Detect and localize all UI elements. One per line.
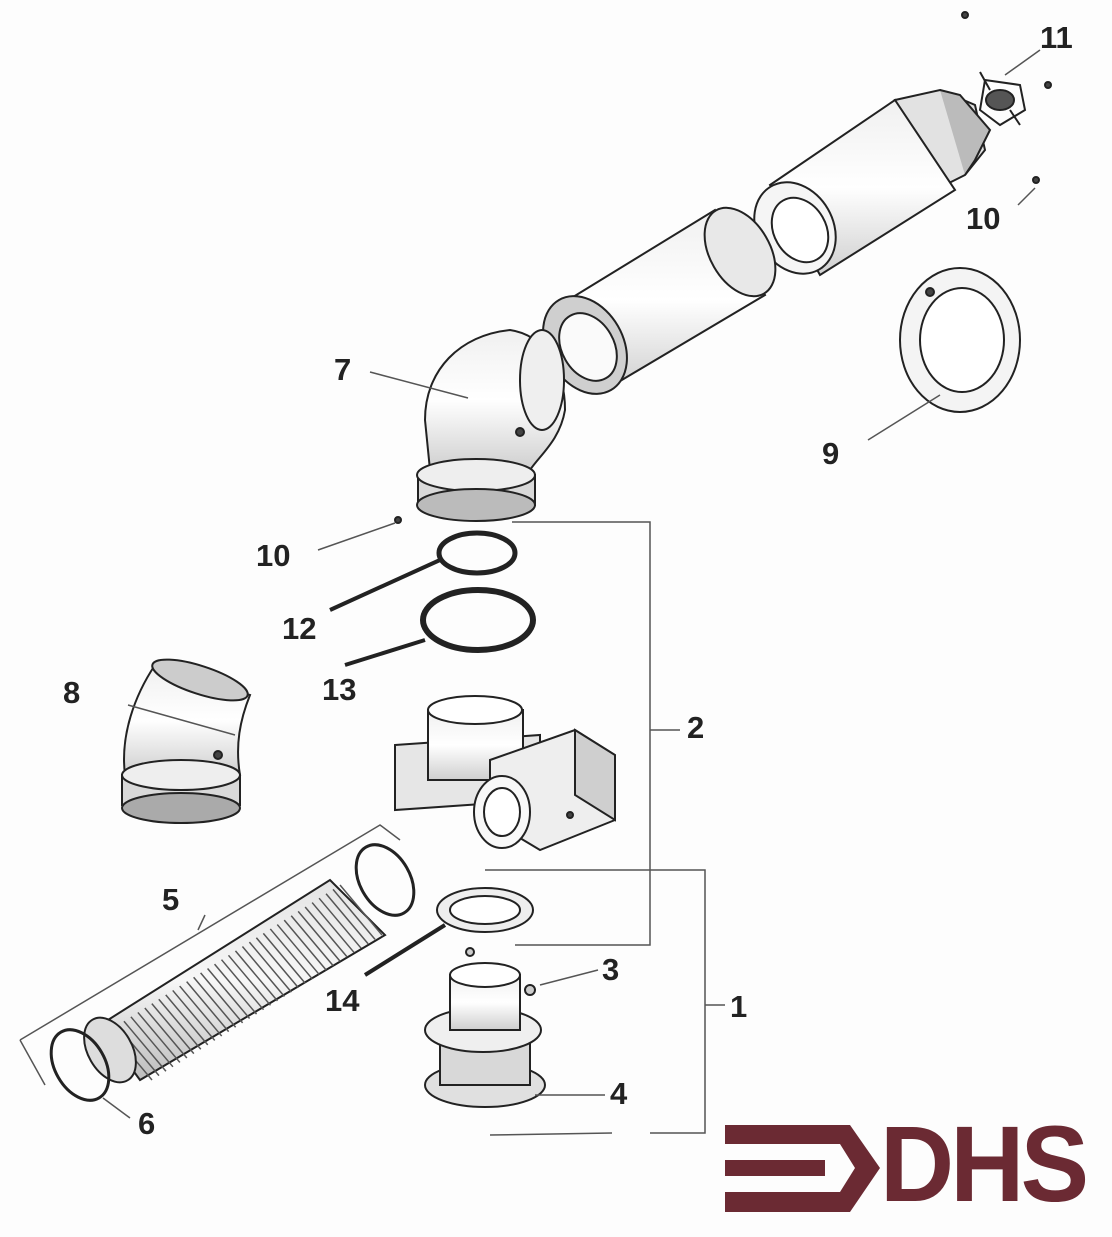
- screw-part-10-lower: [394, 516, 402, 524]
- callout-11: 11: [1040, 20, 1073, 55]
- hose-rib: [319, 898, 361, 948]
- callout-7: 7: [334, 352, 352, 387]
- gasket-part-13: [420, 587, 536, 653]
- hose-rib: [340, 885, 382, 935]
- elbow-45-part-8: [122, 651, 252, 823]
- hose-rib: [159, 999, 201, 1049]
- hose-rib: [124, 1021, 166, 1071]
- hose-rib: [201, 973, 243, 1023]
- nut-part-3: [524, 984, 536, 996]
- screw-part-10-upper: [1032, 176, 1040, 184]
- flexible-hose-part-5: [73, 880, 385, 1091]
- wall-flange-part-9: [900, 268, 1020, 412]
- callout-13: 13: [322, 672, 357, 707]
- hose-rib: [138, 1012, 180, 1062]
- hose-rib: [326, 894, 368, 944]
- hose-rib: [291, 916, 333, 966]
- upper-pipe-section: [526, 100, 955, 409]
- callout-6: 6: [138, 1106, 156, 1141]
- hose-rib: [263, 933, 305, 983]
- elbow-90-part-7: [417, 330, 565, 521]
- hose-rib: [152, 1004, 194, 1054]
- callout-2: 2: [687, 710, 705, 745]
- hose-rib: [145, 1008, 187, 1058]
- callout-5: 5: [162, 882, 180, 917]
- hose-rib: [194, 977, 236, 1027]
- adapter-housing-part-2: [395, 696, 615, 850]
- terminal-cap-part-11: [895, 12, 1051, 190]
- callout-10-lower: 10: [256, 538, 291, 573]
- callout-14: 14: [325, 983, 360, 1018]
- hose-rib: [256, 938, 298, 988]
- hose-rib: [277, 925, 319, 975]
- hose-rib: [173, 990, 215, 1040]
- hose-rib: [270, 929, 312, 979]
- hose-rib: [312, 903, 354, 953]
- hose-rib: [131, 1017, 173, 1067]
- hose-rib: [228, 955, 270, 1005]
- roof-base-part-4: [425, 948, 545, 1107]
- base-gasket-part-14: [437, 888, 533, 932]
- hose-rib: [166, 995, 208, 1045]
- hose-rib: [305, 907, 347, 957]
- hose-rib: [333, 889, 375, 939]
- gasket-part-12: [436, 530, 518, 576]
- hose-rib: [249, 942, 291, 992]
- hose-rib: [298, 911, 340, 961]
- hose-clamp-part-6-upper: [354, 843, 416, 917]
- hose-rib: [222, 960, 264, 1010]
- callout-12: 12: [282, 611, 317, 646]
- hose-rib: [208, 968, 250, 1018]
- hose-rib: [242, 947, 284, 997]
- hose-rib: [235, 951, 277, 1001]
- hose-clamp-part-6-lower: [49, 1028, 111, 1102]
- callout-4: 4: [610, 1076, 628, 1111]
- hose-rib: [187, 982, 229, 1032]
- hose-rib: [284, 920, 326, 970]
- callout-10-upper: 10: [966, 201, 1001, 236]
- hose-rib: [215, 964, 257, 1014]
- callout-3: 3: [602, 952, 620, 987]
- dhs-logo-mark: [725, 1125, 880, 1212]
- hose-rib: [180, 986, 222, 1036]
- dhs-logo-text: DHS: [880, 1103, 1089, 1224]
- callout-9: 9: [822, 436, 840, 471]
- callout-1: 1: [730, 989, 748, 1024]
- callout-8: 8: [63, 675, 81, 710]
- leader-lines: [19, 49, 1041, 1136]
